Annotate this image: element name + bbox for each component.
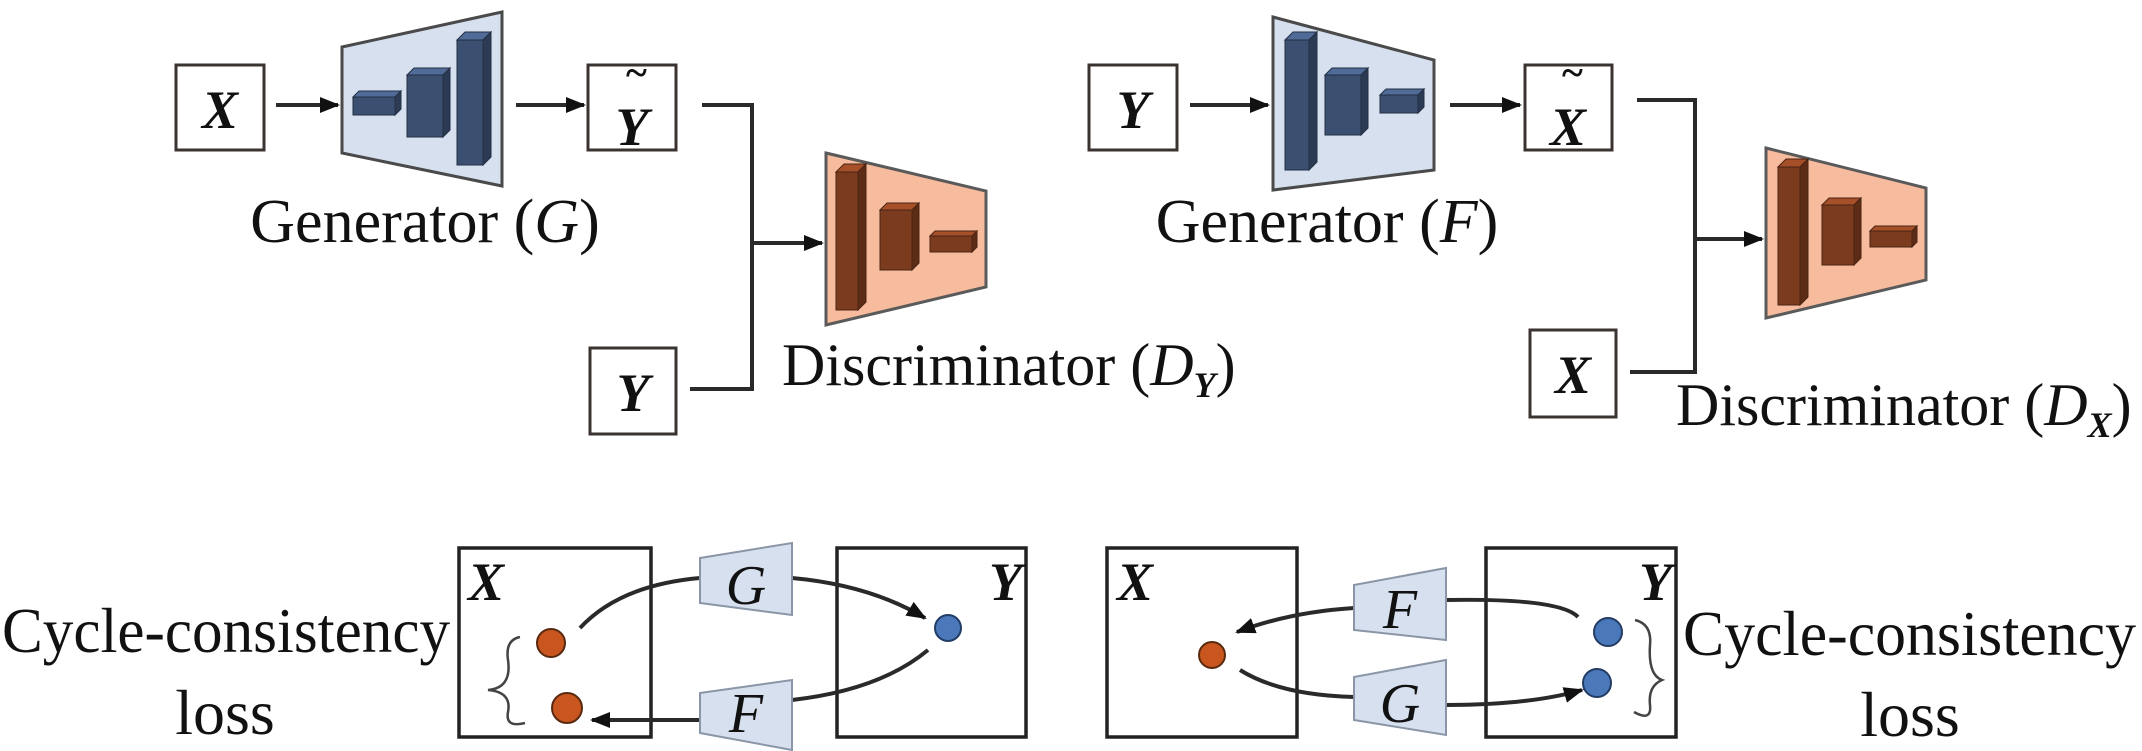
real-x-label: X: [1553, 345, 1593, 405]
fake-x-box: [1523, 63, 1614, 152]
domain-y-square: [1484, 546, 1678, 739]
mini-generator-g-label: G: [1380, 673, 1420, 735]
layer-block-small: [351, 89, 403, 117]
input-x-box: [174, 63, 266, 152]
input-y-label: Y: [1117, 80, 1155, 140]
fake-y-box: [586, 63, 678, 152]
layer-block-medium: [878, 201, 921, 272]
layer-block-small: [928, 229, 979, 254]
discriminator-dx-layers: [1776, 157, 1919, 307]
fake-x-label: X: [1548, 97, 1588, 157]
arrow-f-to-x: [1235, 606, 1355, 634]
layer-block-large: [834, 162, 868, 312]
reconstructed-y-dot: [1582, 668, 1612, 698]
sample-y-dot: [1593, 617, 1623, 647]
sample-x-dot: [536, 628, 566, 658]
fake-y-label: Y: [616, 97, 654, 157]
curve-y-to-f: [791, 648, 930, 702]
reconstructed-x-dot: [551, 692, 583, 724]
discriminator-dy-caption: Discriminator (DY): [782, 332, 1236, 405]
tilde-mark: ~: [625, 50, 648, 95]
input-y-box: [1087, 63, 1179, 152]
mini-generator-f-label: F: [728, 683, 764, 745]
cycle-caption-line1: Cycle-consistency: [1683, 598, 2136, 669]
domain-y-label: Y: [989, 552, 1027, 612]
curve-x-to-g: [1238, 668, 1355, 699]
generator-f-layers: [1283, 30, 1426, 172]
layer-block-medium: [1820, 196, 1863, 267]
brace-left: [487, 635, 526, 726]
real-y-box: [588, 346, 678, 436]
mini-generator-f: [1353, 566, 1447, 642]
discriminator-dx-caption: Discriminator (DX): [1676, 372, 2132, 445]
cycle-caption-line2: loss: [1860, 679, 1960, 750]
mini-generator-g: [699, 541, 793, 617]
domain-y-square: [835, 546, 1028, 739]
cycle-caption-line2: loss: [175, 677, 275, 748]
domain-x-square: [1105, 546, 1299, 739]
mini-generator-g: [1353, 658, 1447, 737]
arrow-g-to-y: [791, 576, 927, 620]
real-x-box: [1528, 328, 1618, 419]
real-y-label: Y: [617, 363, 655, 423]
domain-y-label: Y: [1639, 552, 1677, 612]
discriminator-dy-layers: [834, 162, 979, 312]
layer-block-large: [1776, 157, 1810, 307]
generator-f-pipeline: Y X ~ Generator (F) X Discriminator (DX): [1087, 15, 2132, 445]
layer-block-medium: [405, 66, 452, 139]
curve-y-to-f: [1445, 597, 1580, 619]
connector-xtilde-to-dx: [1630, 98, 1697, 374]
backward-cycle-consistency: X Y F G Cycle-consistency loss: [1105, 546, 2136, 750]
connector-ytilde-to-dy: [690, 103, 754, 391]
tilde-mark: ~: [1561, 50, 1584, 95]
layer-block-small: [1378, 87, 1426, 115]
layer-block-small: [1868, 224, 1919, 249]
layer-block-large: [1283, 30, 1319, 172]
domain-x-label: X: [1115, 552, 1155, 612]
layer-block-large: [455, 30, 493, 167]
translated-y-dot: [934, 614, 962, 642]
translated-x-dot: [1198, 641, 1226, 669]
layer-block-medium: [1323, 66, 1370, 137]
generator-g-pipeline: X Y ~ Generator (G) Y Discriminator (DY): [174, 10, 1236, 436]
arrow-g-to-y: [1445, 687, 1584, 707]
cycle-caption-line1: Cycle-consistency: [2, 595, 450, 666]
generator-g-layers: [351, 30, 493, 167]
curve-x-to-g: [578, 576, 701, 630]
generator-g-caption: Generator (G): [250, 188, 599, 256]
mini-generator-g-label: G: [726, 555, 766, 617]
generator-f-caption: Generator (F): [1156, 188, 1499, 256]
mini-generator-f-label: F: [1382, 579, 1418, 641]
mini-generator-f: [699, 678, 793, 751]
brace-right: [1633, 618, 1666, 717]
domain-x-label: X: [466, 552, 506, 612]
input-x-label: X: [200, 80, 240, 140]
forward-cycle-consistency: Cycle-consistency loss X Y G F: [2, 541, 1028, 751]
